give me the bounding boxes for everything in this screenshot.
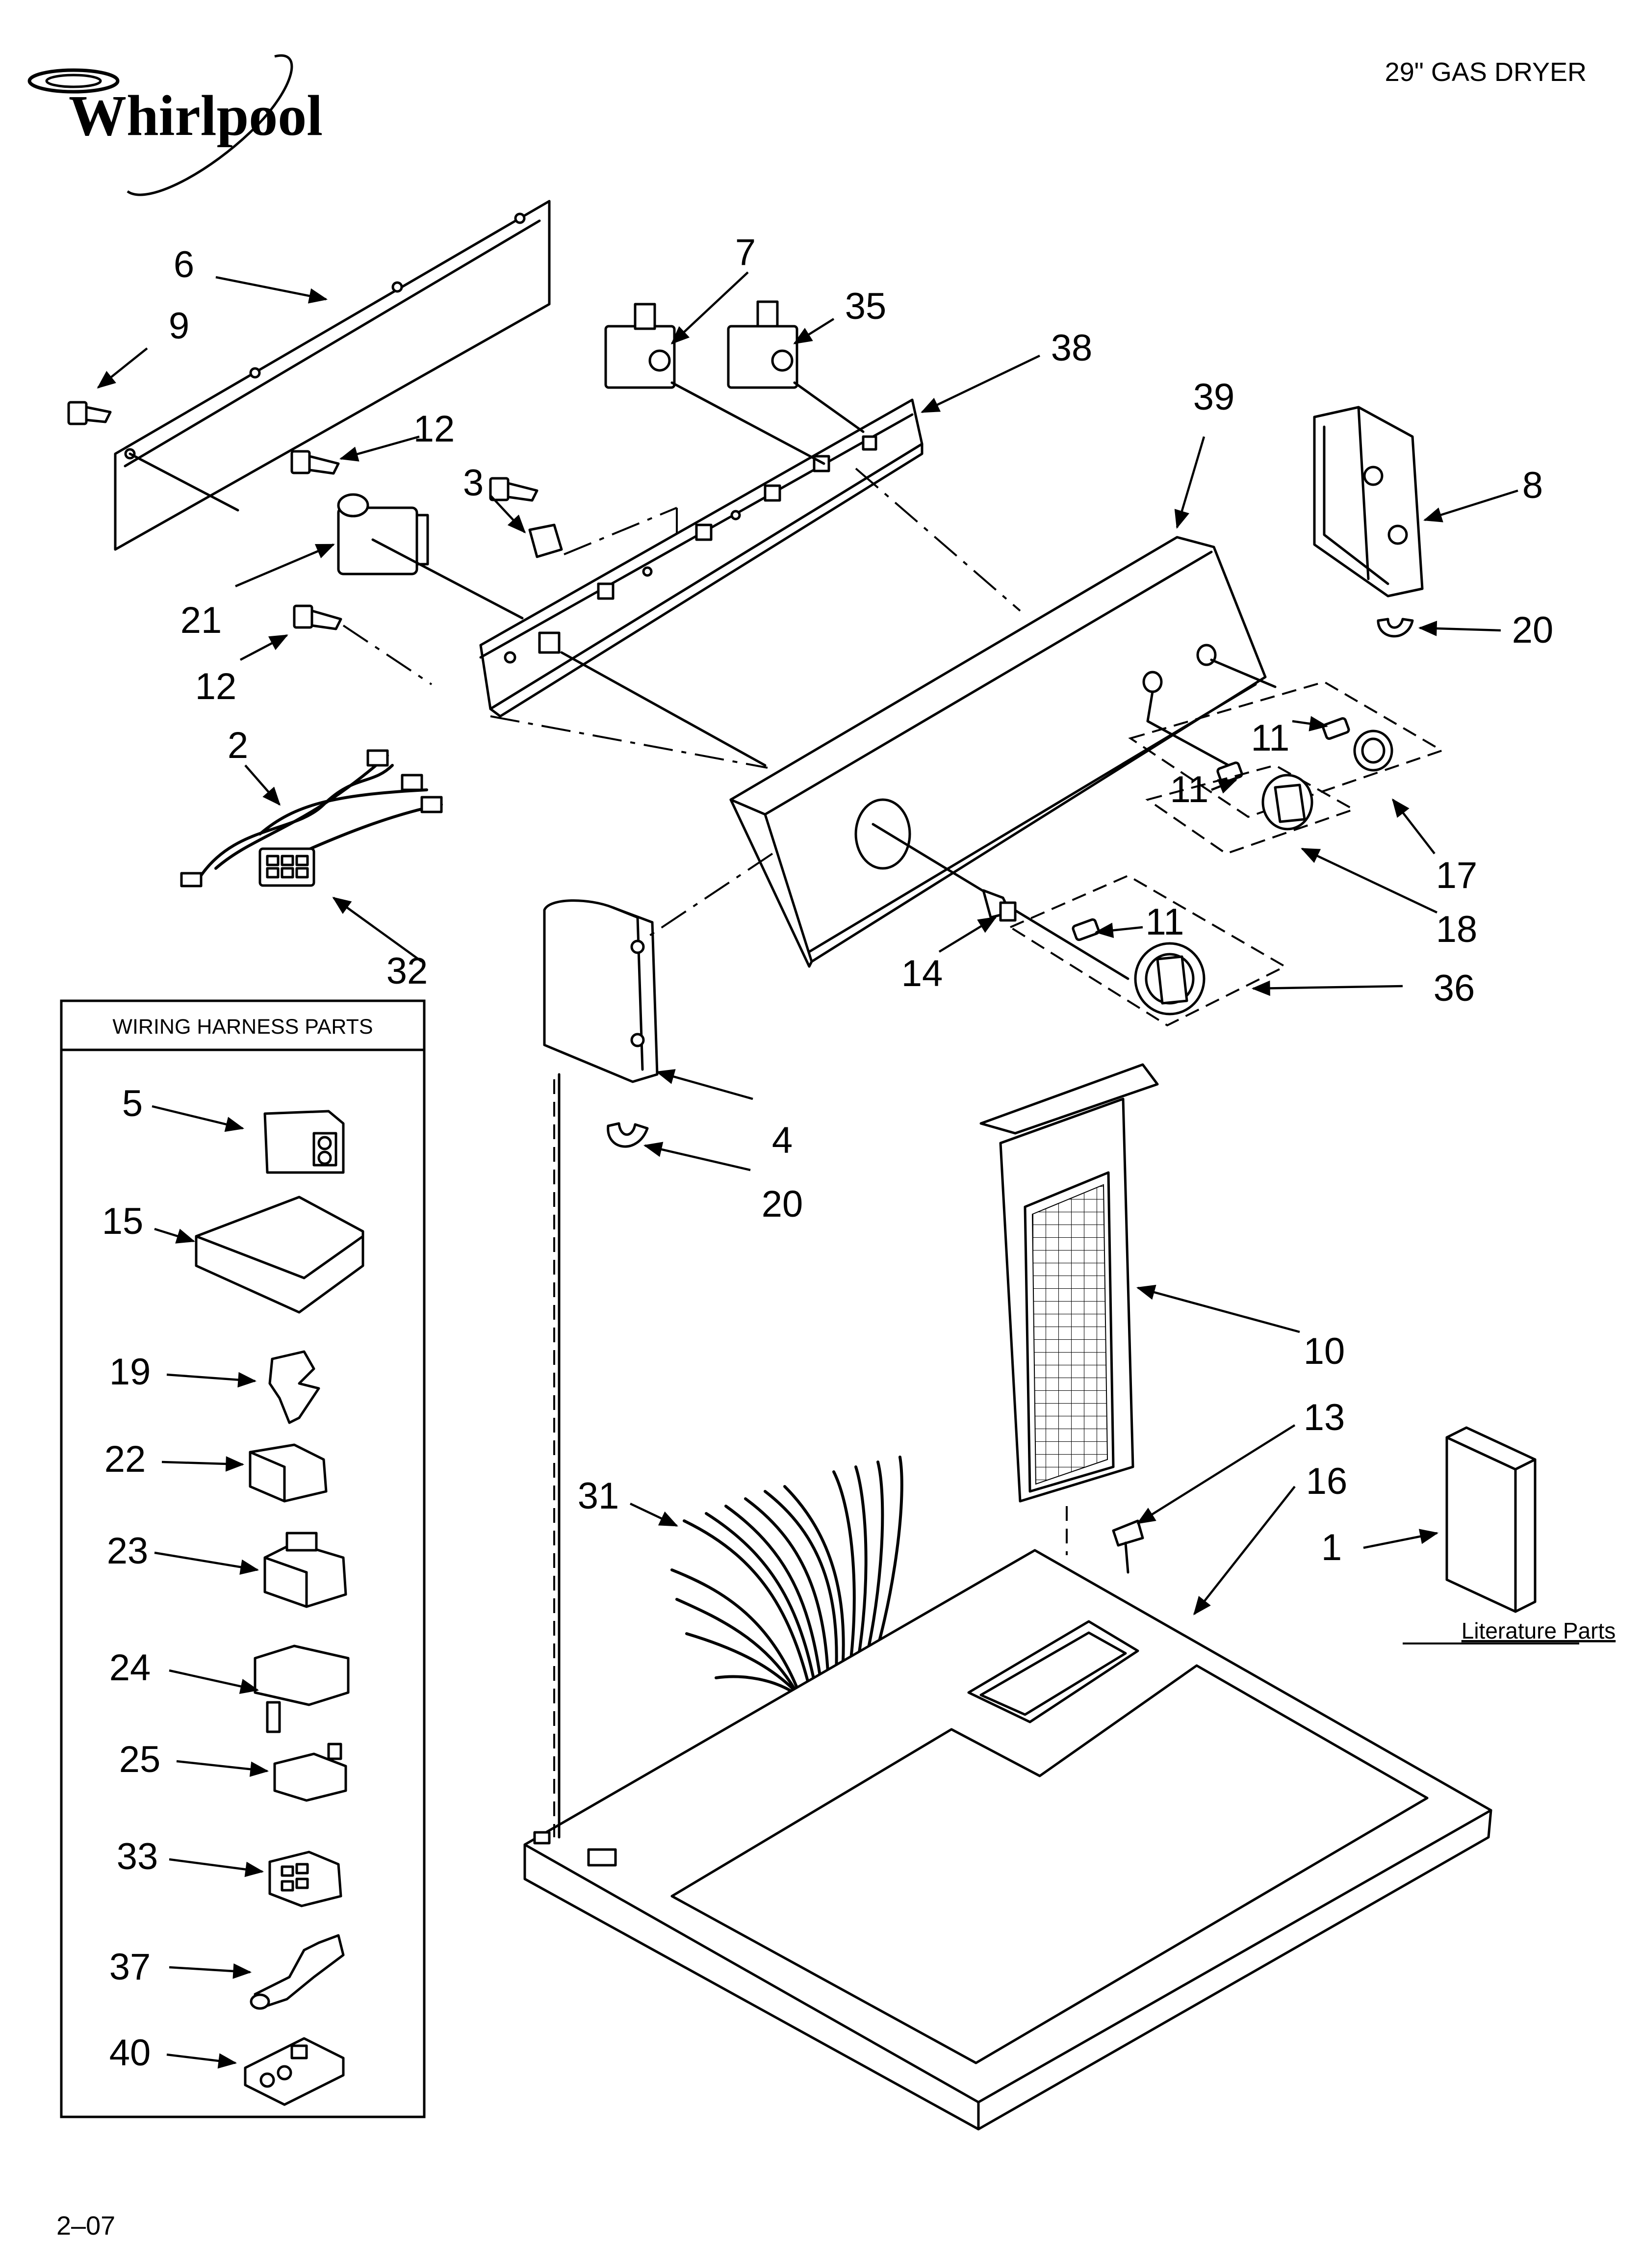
callout-38: 38 [1051,327,1093,369]
part-35-switch [727,300,865,433]
callout-12-upper: 12 [413,408,455,450]
part-36-knob [1134,942,1206,1016]
callout-2: 2 [228,725,248,766]
harness-item-23-label: 23 [107,1530,149,1572]
page-title: 29" GAS DRYER [1385,57,1587,87]
literature-parts-label: Literature Parts [1462,1618,1616,1643]
part-13-screw [1112,1519,1144,1574]
part-11-spring-clip-lower [1072,918,1100,941]
harness-item-37-label: 37 [109,1946,151,1988]
harness-item-25: 25 [119,1739,347,1802]
callout-13: 13 [1304,1397,1345,1438]
harness-item-33: 33 [117,1836,342,1907]
callout-20-lower: 20 [762,1183,803,1225]
callout-31: 31 [578,1475,619,1517]
callout-7: 7 [735,232,756,273]
part-12-screw-upper [290,450,340,475]
callout-11-lower: 11 [1146,901,1184,943]
leader-lines [97,271,1518,2069]
harness-item-24-label: 24 [109,1647,151,1689]
wiring-harness-box: WIRING HARNESS PARTS 5 15 19 22 23 [60,999,426,2118]
callout-4: 4 [772,1120,793,1161]
harness-item-40-label: 40 [109,2032,151,2074]
part-20-clip-upper [1377,618,1414,638]
callout-36: 36 [1434,967,1475,1009]
part-39-console [729,536,1277,980]
part-38-control-bracket [479,398,924,718]
part-17-knob [1353,730,1393,772]
callout-3: 3 [463,462,484,504]
callout-17: 17 [1436,855,1478,896]
part-8-end-cap-right [1313,406,1424,598]
knob-group-18-outline [1145,764,1356,855]
callout-32: 32 [386,950,428,992]
harness-item-40: 40 [109,2032,345,2106]
part-20-clip-lower [607,1122,649,1148]
callout-10: 10 [1304,1330,1345,1372]
harness-item-19-label: 19 [109,1351,151,1393]
part-6-console-rear-panel [114,200,551,551]
harness-item-23: 23 [107,1530,347,1608]
callout-12-lower: 12 [195,666,237,707]
callout-18: 18 [1436,909,1478,950]
harness-item-33-label: 33 [117,1836,158,1877]
part-12-screw-lower [293,604,342,630]
harness-item-15-label: 15 [102,1200,144,1242]
callout-8: 8 [1522,465,1543,506]
harness-item-15: 15 [102,1196,364,1314]
brand-name: Whirlpool [69,83,323,148]
harness-item-37: 37 [109,1934,345,2010]
callout-39: 39 [1193,376,1235,418]
callout-16: 16 [1306,1460,1348,1502]
part-16-top-panel [523,1549,1492,2131]
callout-20-upper: 20 [1512,609,1554,651]
part-2-wire-harness [180,749,443,887]
callout-14: 14 [901,953,943,994]
page-number: 2–07 [56,2211,115,2241]
callout-1: 1 [1321,1527,1342,1568]
part-14-screw [982,889,1017,922]
knob-group-36-outline [1008,874,1287,1027]
part-11-spring-clip-upper [1322,717,1350,740]
part-10-lint-screen [979,1063,1159,1503]
callout-21: 21 [180,600,222,641]
wiring-harness-title: WIRING HARNESS PARTS [112,1015,373,1039]
callout-numbers: 6 9 7 35 38 39 8 12 3 21 12 20 2 11 11 1… [169,232,1553,1568]
part-21-switch [337,493,524,620]
harness-item-25-label: 25 [119,1739,161,1780]
part-12-screw-middle [489,477,539,502]
harness-item-24: 24 [109,1644,350,1733]
harness-item-22: 22 [104,1438,328,1503]
part-18-knob [1261,774,1313,831]
part-4-end-cap-left [543,899,659,1083]
knob-group-17-outline [1128,680,1444,818]
harness-item-19: 19 [109,1350,320,1424]
part-1-literature-booklet [1445,1426,1537,1613]
whirlpool-logo: Whirlpool [27,54,323,196]
harness-item-5: 5 [122,1083,345,1174]
callout-6: 6 [174,244,194,286]
callout-11-upper: 11 [1251,717,1290,759]
harness-item-5-label: 5 [122,1083,143,1124]
harness-item-22-label: 22 [104,1438,146,1480]
part-7-switch [604,303,825,465]
callout-11-middle: 11 [1170,769,1209,810]
callout-9: 9 [169,305,189,347]
part-9-screw [67,401,112,425]
callout-35: 35 [845,286,887,327]
